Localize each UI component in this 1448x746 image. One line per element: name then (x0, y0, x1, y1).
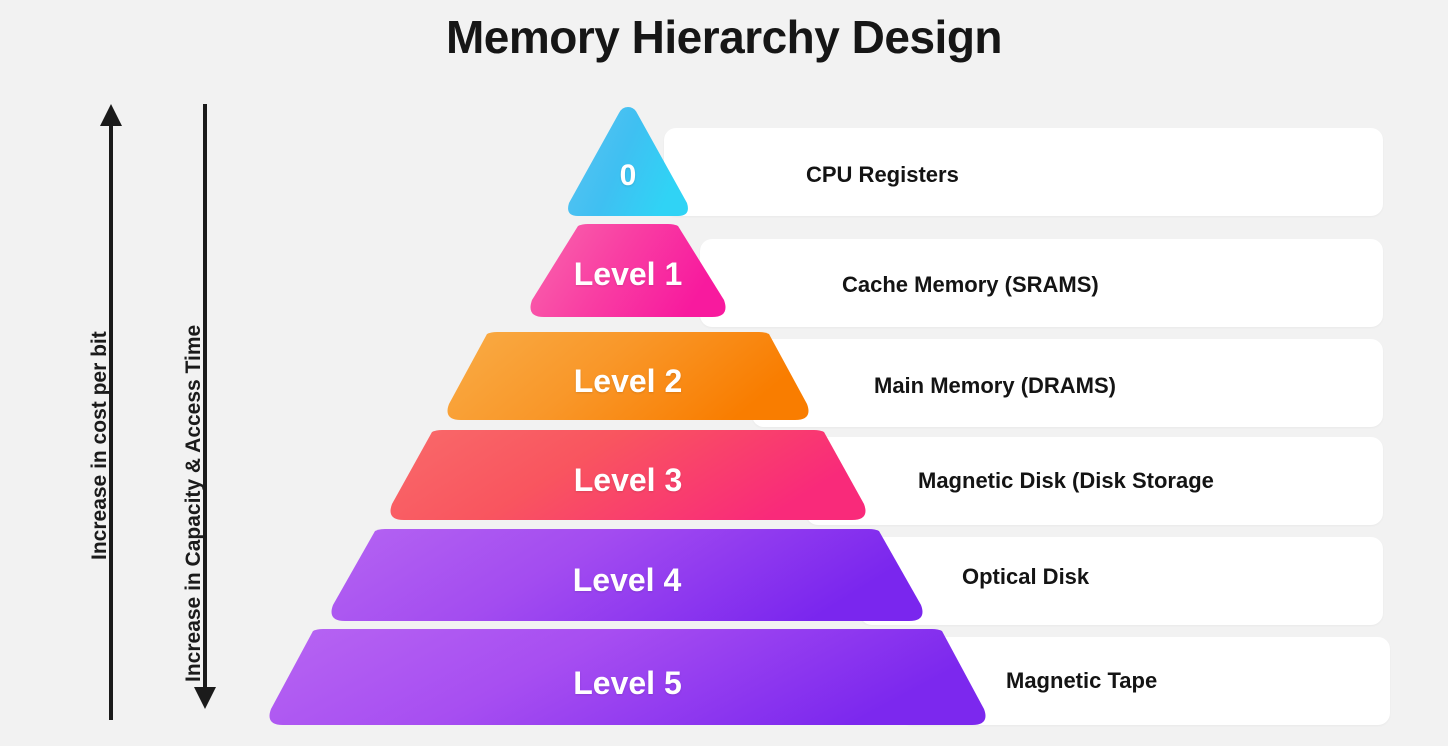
page-title: Memory Hierarchy Design (445, 11, 1003, 63)
pyramid-level-1[interactable]: Level 1 (526, 224, 730, 319)
level-card (700, 239, 1383, 327)
level-description-1: Cache Memory (SRAMS) (842, 272, 1099, 297)
pyramid-level-0-text: 0 (619, 158, 637, 192)
level-description-4: Optical Disk (962, 564, 1090, 589)
axis-line (109, 125, 113, 720)
pyramid-level-1-text: Level 1 (573, 256, 683, 292)
pyramid-level-5-text: Level 5 (573, 664, 682, 701)
arrow-up-icon (100, 104, 122, 126)
level-card (752, 339, 1383, 427)
level-description-5: Magnetic Tape (1006, 668, 1158, 693)
axis-line (203, 104, 207, 687)
pyramid-level-4-text: Level 4 (572, 561, 682, 598)
level-description-0: CPU Registers (806, 162, 959, 187)
level-description-2: Main Memory (DRAMS) (874, 373, 1117, 398)
level-card (664, 128, 1383, 216)
pyramid-level-4[interactable]: Level 4 (327, 529, 927, 623)
pyramid-level-0[interactable]: 0 (565, 105, 691, 218)
pyramid-level-5[interactable]: Level 5 (265, 629, 990, 727)
capacity-axis-label: Increase in Capacity & Access Time (182, 324, 205, 682)
pyramid-level-2-text: Level 2 (573, 362, 683, 399)
pyramid-level-3[interactable]: Level 3 (386, 430, 870, 522)
pyramid-level-3-text: Level 3 (573, 461, 683, 498)
level-card (806, 437, 1383, 525)
pyramid-level-2[interactable]: Level 2 (443, 332, 813, 422)
arrow-down-icon (194, 687, 216, 709)
level-description-3: Magnetic Disk (Disk Storage (918, 468, 1214, 493)
level-card (860, 537, 1383, 625)
cost-axis-label: Increase in cost per bit (88, 331, 111, 560)
